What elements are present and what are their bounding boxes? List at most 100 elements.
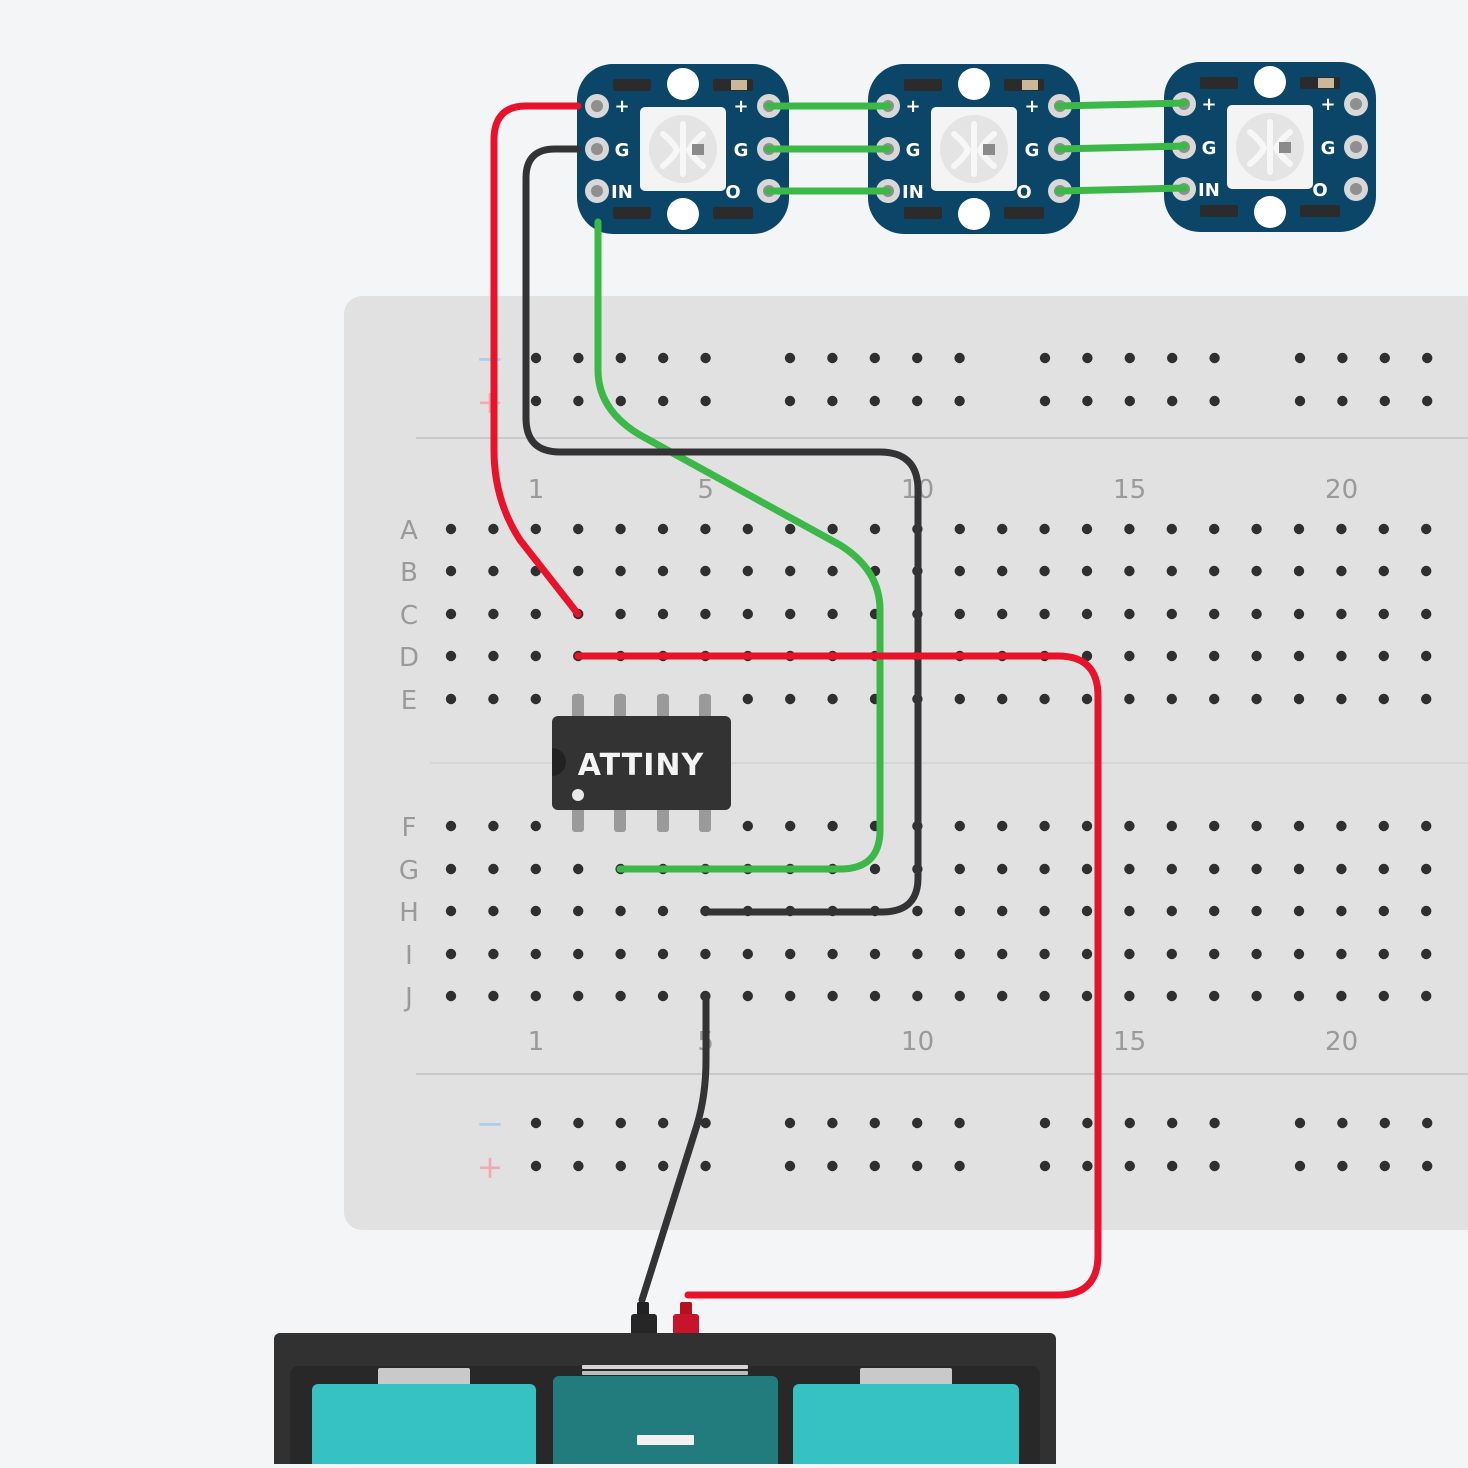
breadboard-hole[interactable] (1293, 820, 1305, 832)
breadboard-hole[interactable] (1166, 820, 1178, 832)
rail-hole[interactable] (530, 352, 542, 364)
breadboard-hole[interactable] (1039, 565, 1050, 577)
breadboard-hole[interactable] (1378, 948, 1390, 960)
breadboard-hole[interactable] (573, 990, 584, 1002)
breadboard-hole[interactable] (1081, 948, 1093, 960)
rail-hole[interactable] (1124, 352, 1136, 364)
breadboard-hole[interactable] (488, 523, 499, 535)
breadboard-hole[interactable] (573, 565, 584, 577)
breadboard-hole[interactable] (1039, 990, 1050, 1002)
breadboard-hole[interactable] (1209, 990, 1220, 1002)
breadboard-hole[interactable] (1378, 650, 1390, 662)
breadboard-hole[interactable] (1421, 820, 1432, 832)
breadboard-hole[interactable] (573, 905, 584, 917)
wire-green-data[interactable] (594, 218, 884, 873)
rail-hole[interactable] (869, 1117, 880, 1129)
breadboard-hole[interactable] (827, 820, 838, 832)
breadboard-hole[interactable] (488, 905, 499, 917)
breadboard-hole[interactable] (785, 693, 796, 705)
rail-hole[interactable] (1082, 1160, 1093, 1172)
breadboard-hole[interactable] (1251, 863, 1262, 875)
rail-hole[interactable] (1039, 1117, 1051, 1129)
breadboard-hole[interactable] (445, 693, 457, 705)
rail-hole[interactable] (912, 1160, 923, 1172)
breadboard-hole[interactable] (1336, 948, 1347, 960)
breadboard-hole[interactable] (1251, 523, 1262, 535)
rail-hole[interactable] (954, 1160, 965, 1172)
rail-hole[interactable] (615, 1160, 626, 1172)
breadboard-hole[interactable] (997, 565, 1008, 577)
breadboard-hole[interactable] (1336, 693, 1347, 705)
breadboard-hole[interactable] (1124, 990, 1135, 1002)
wire-green-link-2b[interactable] (1054, 142, 1189, 153)
breadboard-hole[interactable] (1293, 523, 1305, 535)
breadboard-hole[interactable] (1039, 820, 1050, 832)
rail-hole[interactable] (1167, 352, 1178, 364)
breadboard-hole[interactable] (912, 905, 923, 917)
breadboard-hole[interactable] (1039, 608, 1050, 620)
breadboard-hole[interactable] (1293, 863, 1305, 875)
breadboard-hole[interactable] (445, 863, 457, 875)
rail-hole[interactable] (1294, 395, 1306, 407)
rail-hole[interactable] (1209, 395, 1220, 407)
breadboard-hole[interactable] (785, 565, 796, 577)
breadboard-hole[interactable] (1039, 523, 1050, 535)
battery-pack[interactable] (274, 1302, 1056, 1468)
breadboard-hole[interactable] (912, 948, 923, 960)
rail-hole[interactable] (954, 395, 965, 407)
breadboard-hole[interactable] (700, 948, 711, 960)
breadboard-hole[interactable] (1251, 990, 1262, 1002)
breadboard-hole[interactable] (1209, 650, 1220, 662)
rail-hole[interactable] (1337, 352, 1348, 364)
rail-hole[interactable] (1294, 352, 1306, 364)
rail-hole[interactable] (1167, 1160, 1178, 1172)
rail-hole[interactable] (658, 1117, 669, 1129)
breadboard-hole[interactable] (997, 990, 1008, 1002)
rail-hole[interactable] (869, 395, 880, 407)
breadboard-hole[interactable] (530, 650, 541, 662)
rail-hole[interactable] (1167, 1117, 1178, 1129)
rail-hole[interactable] (827, 1117, 838, 1129)
breadboard-hole[interactable] (1336, 650, 1347, 662)
breadboard-hole[interactable] (785, 948, 796, 960)
breadboard-hole[interactable] (827, 608, 838, 620)
rail-hole[interactable] (573, 1160, 584, 1172)
breadboard-hole[interactable] (827, 693, 838, 705)
wire-black-ground-battery[interactable] (638, 992, 710, 1304)
rail-hole[interactable] (615, 1117, 626, 1129)
breadboard-hole[interactable] (742, 820, 753, 832)
breadboard-hole[interactable] (954, 948, 965, 960)
breadboard-hole[interactable] (1421, 523, 1432, 535)
wire-green-link-2a[interactable] (1054, 99, 1189, 110)
rail-hole[interactable] (530, 395, 542, 407)
breadboard-hole[interactable] (1251, 948, 1262, 960)
breadboard-hole[interactable] (530, 820, 541, 832)
breadboard-hole[interactable] (1378, 990, 1390, 1002)
breadboard-hole[interactable] (615, 948, 626, 960)
breadboard-hole[interactable] (954, 863, 965, 875)
breadboard-hole[interactable] (1124, 905, 1135, 917)
rail-hole[interactable] (1422, 1160, 1433, 1172)
breadboard-hole[interactable] (488, 948, 499, 960)
breadboard-hole[interactable] (869, 863, 881, 875)
breadboard-hole[interactable] (1421, 948, 1432, 960)
breadboard-hole[interactable] (615, 523, 626, 535)
breadboard-hole[interactable] (742, 565, 753, 577)
breadboard-hole[interactable] (1209, 608, 1220, 620)
breadboard-hole[interactable] (530, 948, 541, 960)
breadboard-hole[interactable] (785, 523, 796, 535)
rail-hole[interactable] (1294, 1117, 1306, 1129)
breadboard-hole[interactable] (657, 905, 669, 917)
breadboard-hole[interactable] (954, 523, 965, 535)
rail-hole[interactable] (1039, 395, 1051, 407)
rail-hole[interactable] (1082, 395, 1093, 407)
breadboard-hole[interactable] (827, 990, 838, 1002)
breadboard-hole[interactable] (573, 523, 584, 535)
breadboard-hole[interactable] (1081, 608, 1093, 620)
breadboard-hole[interactable] (1209, 863, 1220, 875)
breadboard-hole[interactable] (1081, 905, 1093, 917)
breadboard-hole[interactable] (1081, 565, 1093, 577)
breadboard-hole[interactable] (1039, 863, 1050, 875)
breadboard-hole[interactable] (742, 693, 753, 705)
breadboard-hole[interactable] (445, 650, 457, 662)
